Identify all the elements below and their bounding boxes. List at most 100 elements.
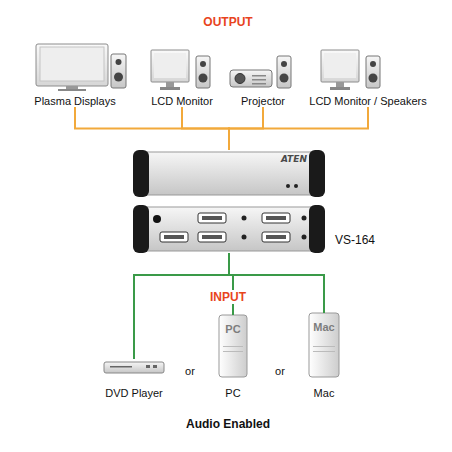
device-node: Projector — [231, 42, 295, 107]
audio-jack — [302, 216, 307, 221]
tweeter — [281, 61, 287, 67]
projector-icon — [230, 70, 272, 87]
dvi-pins — [266, 216, 286, 220]
screen — [36, 44, 108, 86]
disc-slot — [110, 366, 132, 368]
vent — [252, 79, 266, 81]
end-cap — [309, 205, 325, 253]
vent — [252, 83, 266, 85]
switch-rear-unit — [133, 205, 325, 253]
dvd-player-icon — [104, 362, 164, 373]
audio-jack — [302, 235, 307, 240]
device-label: Mac — [314, 387, 335, 399]
dvi-pins — [266, 235, 286, 239]
switch-front-unit — [133, 150, 325, 197]
end-cap — [309, 150, 325, 197]
icon-area: Mac — [307, 313, 341, 377]
device-label: PC — [225, 387, 240, 399]
icon-area: PC — [217, 315, 249, 377]
speaker-box — [366, 56, 380, 88]
woofer — [280, 74, 289, 83]
icon-area — [102, 359, 166, 375]
drive-bay — [223, 351, 243, 352]
icon-text: Mac — [307, 321, 341, 333]
device-label: LCD Monitor — [151, 95, 213, 107]
lcd-monitor-icon — [151, 50, 189, 90]
power-jack — [153, 215, 161, 223]
screen-panel — [324, 53, 356, 78]
stand-base — [330, 87, 350, 90]
led — [286, 184, 290, 188]
icon-area — [149, 42, 215, 92]
connector-wire — [134, 253, 229, 359]
dvi-port — [262, 232, 290, 242]
or-label: or — [275, 365, 285, 377]
front-panel — [143, 152, 315, 195]
drive-bay — [313, 346, 335, 347]
woofer — [369, 74, 378, 83]
speaker-icon — [366, 56, 380, 88]
icon-area — [307, 42, 429, 92]
drive-bay — [223, 346, 243, 347]
woofer — [114, 73, 123, 82]
speaker-box — [111, 54, 126, 88]
section-heading: INPUT — [207, 290, 249, 304]
lens — [235, 74, 245, 84]
model-name: VS-164 — [335, 233, 375, 247]
device-node: MacMac — [307, 313, 341, 399]
device-label: Projector — [241, 95, 285, 107]
button — [146, 365, 150, 368]
connector-wire — [229, 107, 368, 150]
end-cap — [133, 205, 149, 253]
tweeter — [116, 59, 122, 65]
device-node: PC PC — [217, 315, 249, 399]
brand-logo: ATEN — [281, 154, 307, 164]
screen — [321, 50, 359, 82]
dvi-pins — [202, 235, 222, 239]
connector-wire — [182, 107, 229, 150]
device-label: LCD Monitor / Speakers — [309, 95, 426, 107]
speaker-icon — [277, 56, 291, 88]
speaker-box — [196, 56, 210, 88]
speaker-box — [277, 56, 291, 88]
dvi-port — [198, 213, 226, 223]
tweeter — [370, 61, 376, 67]
dvi-pins — [164, 235, 184, 239]
connector-wire — [229, 253, 324, 313]
icon-area — [27, 42, 123, 92]
device-node: DVD Player — [102, 359, 166, 399]
dvi-port — [198, 232, 226, 242]
tweeter — [200, 61, 206, 67]
end-cap — [133, 150, 149, 197]
device-node: LCD Monitor — [149, 42, 215, 107]
screen-panel — [40, 47, 104, 81]
device-label: DVD Player — [105, 387, 162, 399]
stand-base — [160, 87, 180, 90]
plasma-display-icon — [36, 44, 108, 91]
projector-body — [230, 70, 272, 87]
icon-area — [231, 42, 295, 92]
dvd-body — [104, 362, 164, 373]
led — [294, 184, 298, 188]
rear-panel — [143, 207, 315, 251]
vent — [252, 75, 266, 77]
audio-jack — [242, 235, 247, 240]
stand-base — [58, 89, 86, 91]
device-node: Plasma Displays — [27, 42, 123, 107]
dvi-pins — [202, 216, 222, 220]
stand — [166, 82, 174, 87]
dvi-port — [160, 232, 188, 242]
lcd-monitor-icon — [321, 50, 359, 90]
woofer — [199, 74, 208, 83]
caption: Audio Enabled — [186, 417, 270, 431]
section-heading: OUTPUT — [203, 15, 252, 29]
stand — [66, 86, 78, 89]
device-node: LCD Monitor / Speakers — [307, 42, 429, 107]
screen — [151, 50, 189, 82]
device-label: Plasma Displays — [34, 95, 115, 107]
screen-panel — [154, 53, 186, 78]
stand — [336, 82, 344, 87]
speaker-icon — [196, 56, 210, 88]
